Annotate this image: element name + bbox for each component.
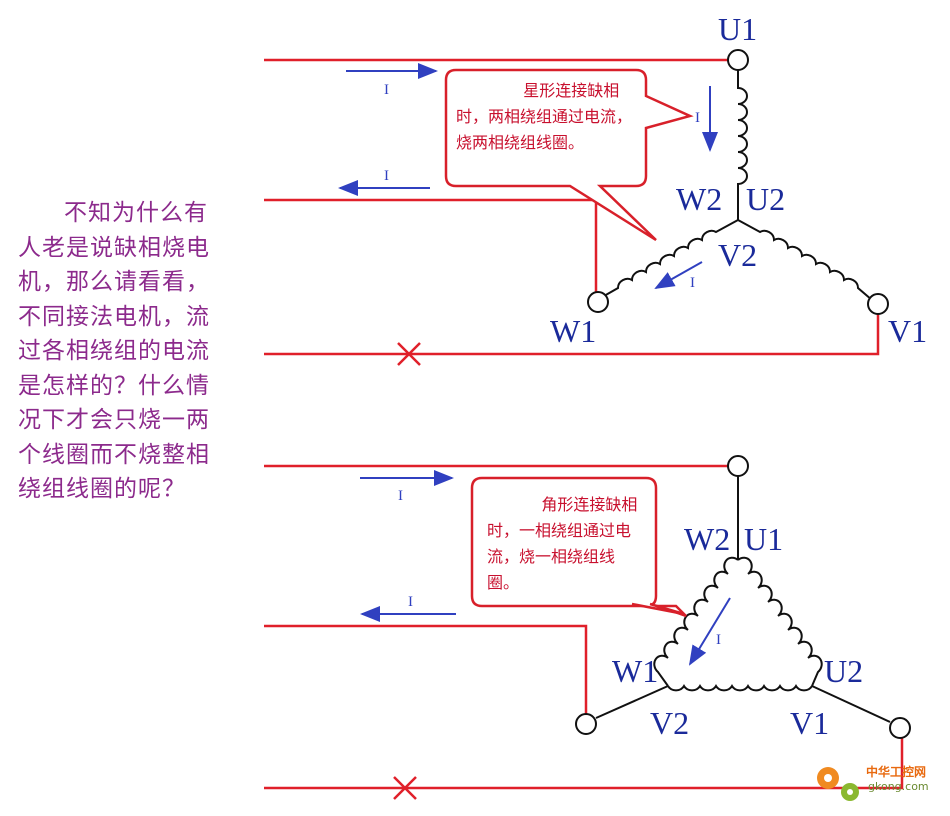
star-winding-v [737,219,873,301]
star-terminal-v1 [867,293,889,315]
delta-supply-line-v [264,736,904,790]
star-broken-phase-cross-icon [397,342,421,366]
question-text: 不知为什么有人老是说缺相烧电机，那么请看看，不同接法电机，流过各相绕组的电流是怎… [18,200,210,502]
delta-supply-line-w [264,624,588,718]
star-current-arrow-4 [654,261,703,289]
delta-winding-left [653,556,739,687]
delta-label-w2: W2 [684,521,730,557]
star-current-label-1: I [384,82,389,98]
star-label-w1: W1 [550,313,596,349]
star-current-label-4: I [690,275,695,291]
watermark-gear-icon [817,767,859,801]
delta-current-arrow-3 [688,597,731,666]
delta-callout-bubble [470,476,687,618]
star-label-v1: V1 [888,313,927,349]
star-label-v2: V2 [718,237,757,273]
star-supply-line-v [264,306,880,356]
watermark-url: gkong.com [868,780,929,793]
delta-terminal-w1 [575,713,597,735]
delta-winding-bottom [667,684,813,692]
delta-label-u2: U2 [824,653,863,689]
watermark-text: 中华工控网 [866,765,927,779]
star-winding-u [737,70,748,220]
star-label-u1: U1 [718,11,757,47]
delta-label-v1: V1 [790,705,829,741]
delta-current-label-1: I [398,488,403,504]
delta-callout-text: 角形连接缺相时，一相绕组通过电流，烧一相绕组线圈。 [487,495,638,592]
star-callout-bubble [444,68,694,242]
star-supply-line-w [264,198,598,298]
delta-terminal-v1 [889,717,911,739]
star-terminal-w1 [587,291,609,313]
delta-label-w1: W1 [612,653,658,689]
delta-label-v2: V2 [650,705,689,741]
delta-lead-v [811,685,891,723]
delta-lead-w [595,685,669,719]
star-diagram: I I I I U1 W2 U2 V2 W1 V1 [264,11,927,366]
star-label-u2: U2 [746,181,785,217]
delta-broken-phase-cross-icon [393,776,417,800]
delta-diagram: I I I W2 U1 W1 U2 V2 V1 [264,455,911,800]
star-current-label-3: I [695,110,700,126]
star-terminal-u1 [727,49,749,71]
delta-label-u1: U1 [744,521,783,557]
star-winding-w [603,219,739,297]
star-callout-text: 星形连接缺相时，两相绕组通过电流，烧两相绕组线圈。 [456,81,633,152]
delta-terminal-u1 [727,455,749,477]
delta-callout-pointer [631,602,685,616]
delta-current-label-3: I [716,632,721,648]
delta-current-label-2: I [408,594,413,610]
star-label-w2: W2 [676,181,722,217]
delta-winding-right [737,556,823,687]
star-current-label-2: I [384,168,389,184]
